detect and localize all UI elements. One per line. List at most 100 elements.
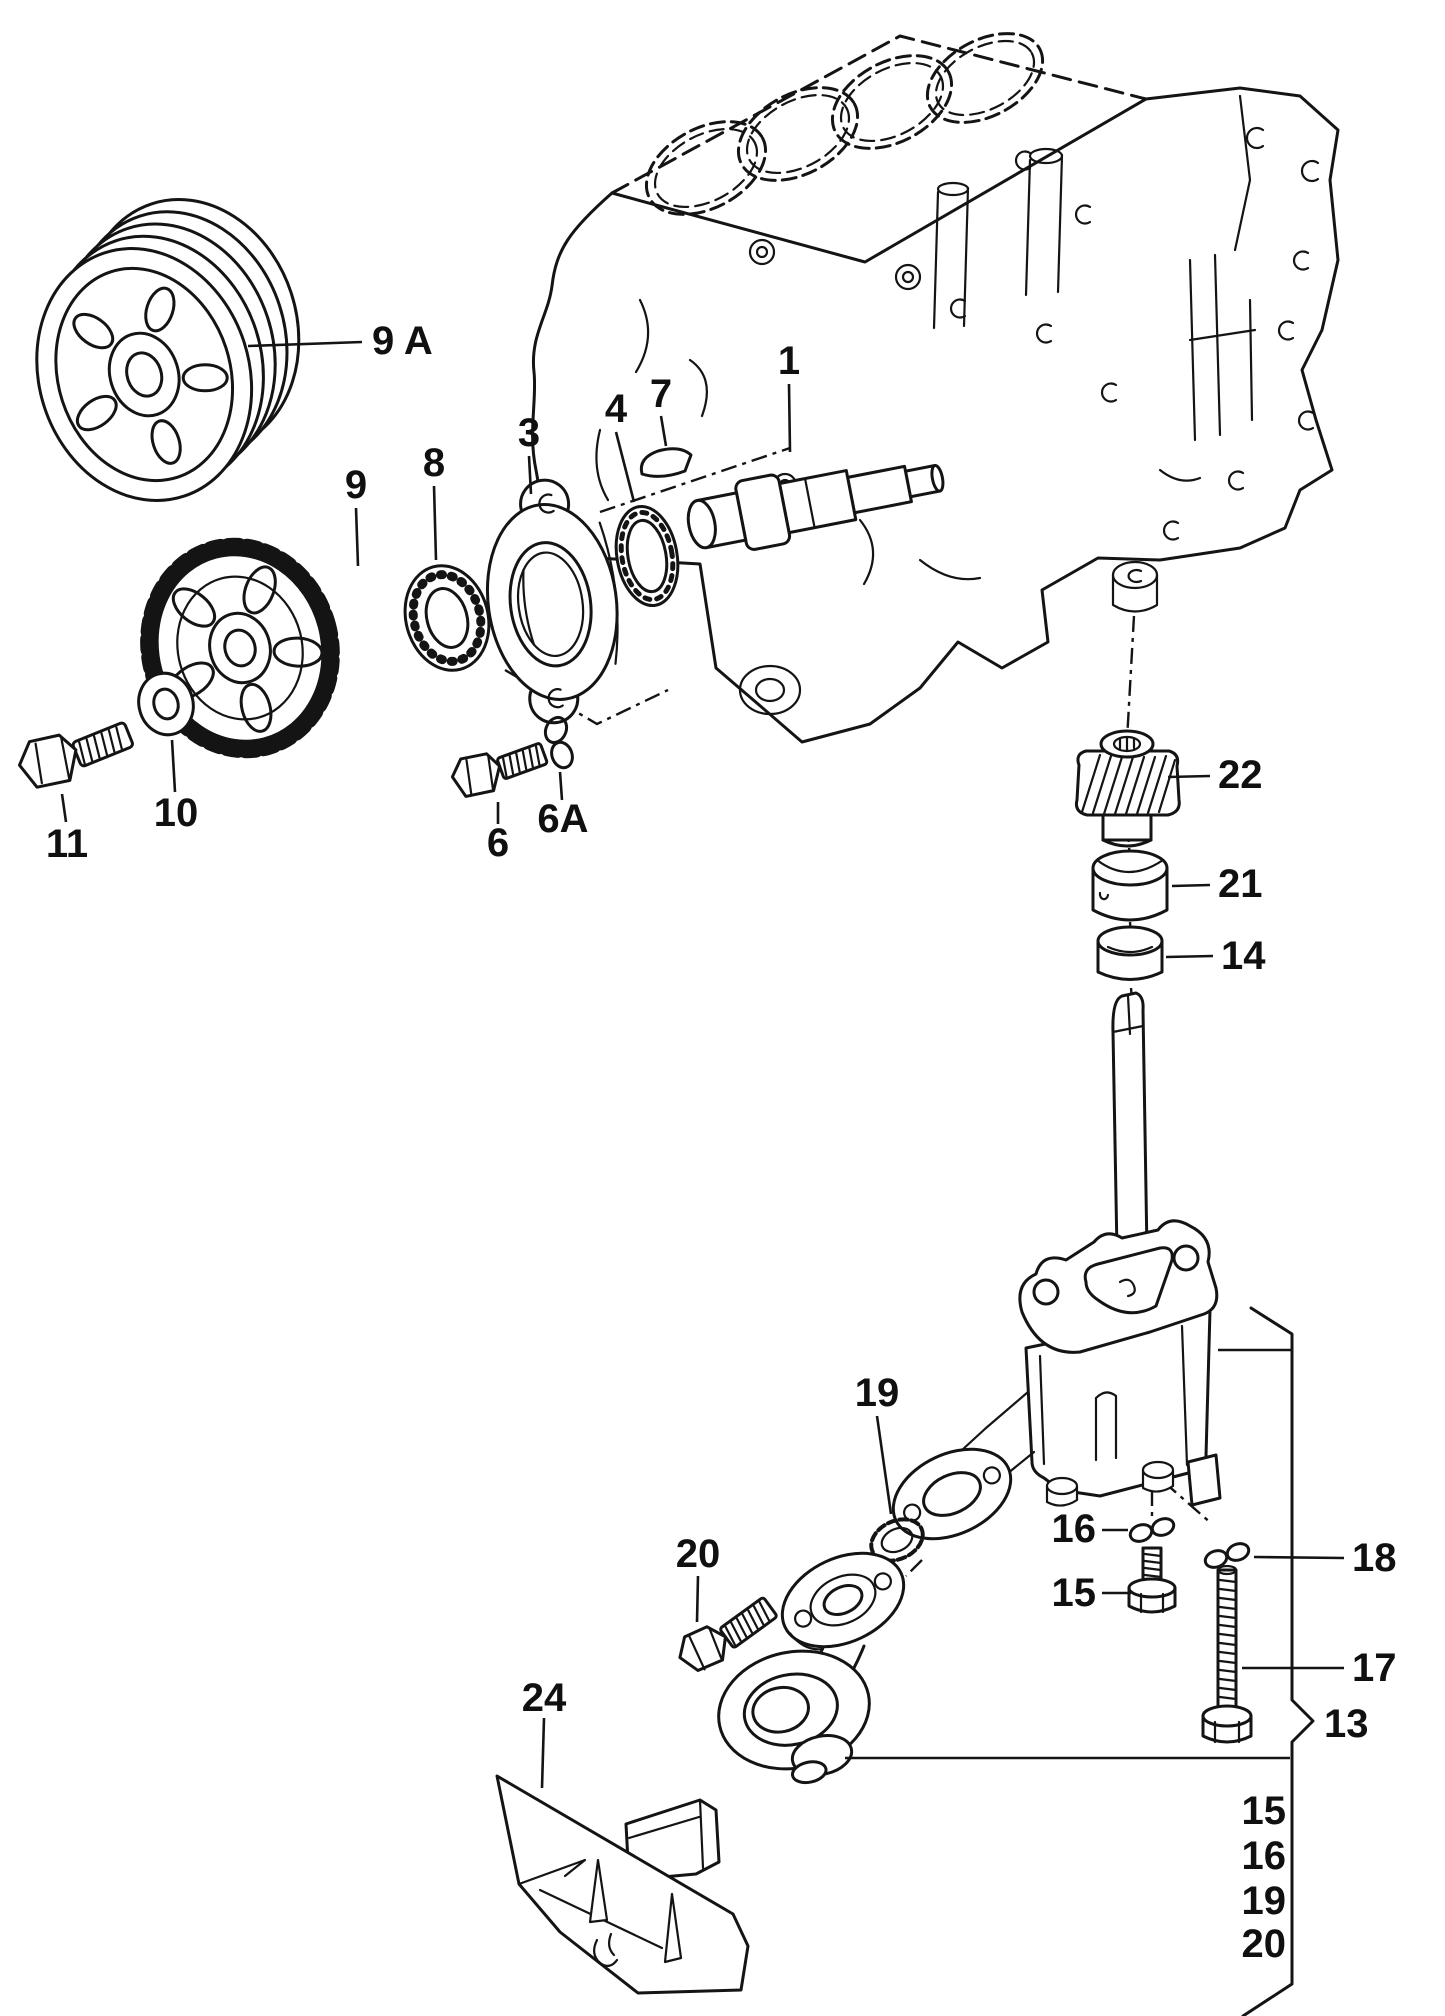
pump-relief-valve — [1094, 1391, 1118, 1462]
part-bolt-20 — [678, 1596, 778, 1672]
callout-label-20: 20 — [676, 1532, 721, 1576]
leader-18 — [1253, 1555, 1345, 1560]
shaft-front-cap — [686, 498, 717, 550]
part-bolt-6 — [450, 742, 549, 798]
gear22-helical-teeth — [1080, 753, 1177, 816]
callout-label-8: 8 — [423, 441, 445, 485]
washer-outer — [137, 671, 195, 737]
seal8-stipple — [408, 570, 486, 666]
flange-hole-8 — [1014, 150, 1032, 171]
part-seal-ring-8 — [403, 564, 491, 672]
sprocket-hub — [208, 611, 272, 685]
bolt20-threads — [724, 1601, 770, 1646]
oring19-outer — [869, 1517, 925, 1563]
bore-2 — [736, 86, 860, 182]
pump-shaft-slot — [1111, 994, 1145, 1036]
baffle-spike-2 — [663, 1892, 683, 1964]
bolt6-head — [450, 752, 502, 798]
bracket-list-item-15: 15 — [1242, 1789, 1287, 1833]
pump-mounting-flange — [1018, 1219, 1219, 1354]
bore-3 — [830, 54, 954, 150]
callout-label-11: 11 — [46, 822, 88, 866]
part-washer-10 — [137, 671, 195, 737]
pump-flange-hole-right — [1172, 1244, 1200, 1272]
flange-inner-line — [1233, 94, 1252, 252]
block-outline — [531, 86, 1340, 744]
clip16-loop-left — [1128, 1523, 1154, 1543]
bushing21-oil-hole — [1098, 891, 1110, 901]
flange3-bore-shadow — [522, 568, 536, 647]
part-camshaft-sprocket — [140, 537, 340, 759]
block-gasket-plane — [610, 34, 1148, 195]
leader-7 — [659, 415, 668, 447]
crank-boss-inner — [754, 677, 786, 703]
sprocket-cutout-3 — [171, 587, 217, 628]
bolt20-shank — [719, 1596, 778, 1649]
leader-4 — [614, 431, 636, 503]
crank-boss-outer — [738, 664, 802, 716]
key7-shape — [639, 447, 693, 478]
part-seal-flange-3 — [485, 478, 619, 725]
inlet-flange-port — [922, 1471, 982, 1517]
callout-label-17: 17 — [1352, 1646, 1397, 1690]
bracket-item-list: 15 16 19 20 — [1242, 1789, 1287, 1966]
callout-label-14: 14 — [1221, 934, 1266, 978]
flange3-depth-edge — [598, 521, 619, 665]
shaft-mid — [778, 469, 858, 535]
suction-flange-hole-1 — [794, 1609, 813, 1628]
stud-tube-2-top — [936, 181, 970, 197]
part-inlet-flange — [891, 1447, 1013, 1541]
pulley-face-rim — [54, 266, 235, 483]
freeze-plug-2 — [894, 263, 922, 291]
part-bolt-17 — [1201, 1564, 1253, 1744]
flange-hole-11 — [1035, 323, 1053, 344]
stud-tube-1-top — [1028, 147, 1064, 165]
sprocket-cutout-5 — [272, 636, 324, 668]
bracket-list-item-19: 19 — [1242, 1879, 1287, 1923]
callout-label-6: 6 — [487, 821, 509, 865]
part-o-ring-19 — [869, 1517, 925, 1563]
crank-nose-boss — [738, 664, 802, 716]
pump-boss-right-top — [1141, 1460, 1175, 1480]
bolt11-threads — [78, 726, 123, 765]
bolt11-shank — [71, 721, 134, 768]
leader-11 — [60, 793, 68, 823]
baffle-box-lines — [627, 1798, 705, 1870]
cylinder-bores — [644, 32, 1045, 216]
shaft-end-cap — [930, 463, 945, 493]
flange-hole-3 — [1292, 250, 1310, 271]
bolt11-head-facets — [34, 736, 71, 785]
pump-foot — [1186, 1453, 1222, 1507]
leader-24 — [540, 1717, 546, 1789]
stud-tube-2 — [932, 186, 970, 330]
stud-tube-1 — [1024, 153, 1064, 297]
mount-bracket-lines — [1188, 253, 1257, 442]
freeze-plug-1 — [748, 238, 776, 266]
callout-label-9: 9 — [345, 463, 367, 507]
bolt6-shank — [496, 742, 549, 780]
part-gasket-ring-4 — [614, 504, 680, 608]
callout-label-18: 18 — [1352, 1536, 1397, 1580]
bolt17-head-top — [1201, 1704, 1253, 1728]
pulley-hole-2 — [75, 394, 118, 432]
axis-main-shaft — [599, 446, 791, 514]
part-intermediate-shaft — [686, 463, 945, 551]
callout-label-15: 15 — [1052, 1571, 1097, 1615]
sprocket-bore — [223, 628, 257, 668]
flange-hole-4 — [1277, 320, 1295, 341]
leader-3 — [527, 455, 533, 495]
bolt17-threads — [1218, 1578, 1238, 1701]
strainer-cap — [791, 1760, 828, 1785]
clip6a-loop-top — [543, 715, 569, 745]
bore-1-inner — [653, 127, 759, 209]
suction-flange — [780, 1551, 906, 1651]
bracket-list-item-20: 20 — [1242, 1922, 1287, 1966]
pump-flange-hole-left — [1032, 1278, 1060, 1306]
leader-9a — [247, 340, 363, 348]
baffle-clip-curls — [593, 1932, 619, 1967]
pump-drive-boss-hole — [1127, 568, 1143, 584]
pump-drive-shaft — [1111, 991, 1149, 1254]
bushing21-step-cut — [1095, 858, 1165, 873]
